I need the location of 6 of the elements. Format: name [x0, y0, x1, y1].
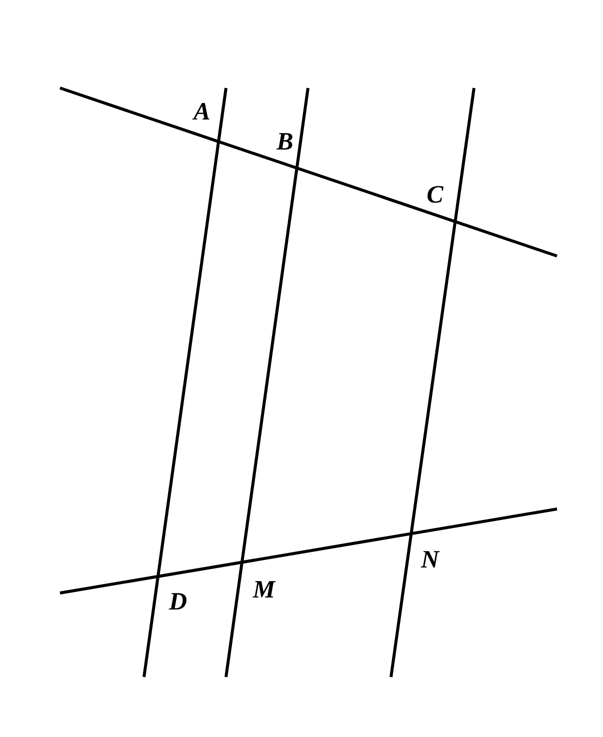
point-label: N [420, 548, 440, 572]
point-label: B [276, 130, 294, 154]
point-label: D [168, 590, 188, 614]
point-label: C [426, 182, 444, 208]
point-label: A [194, 100, 210, 124]
point-label: M [252, 578, 276, 602]
